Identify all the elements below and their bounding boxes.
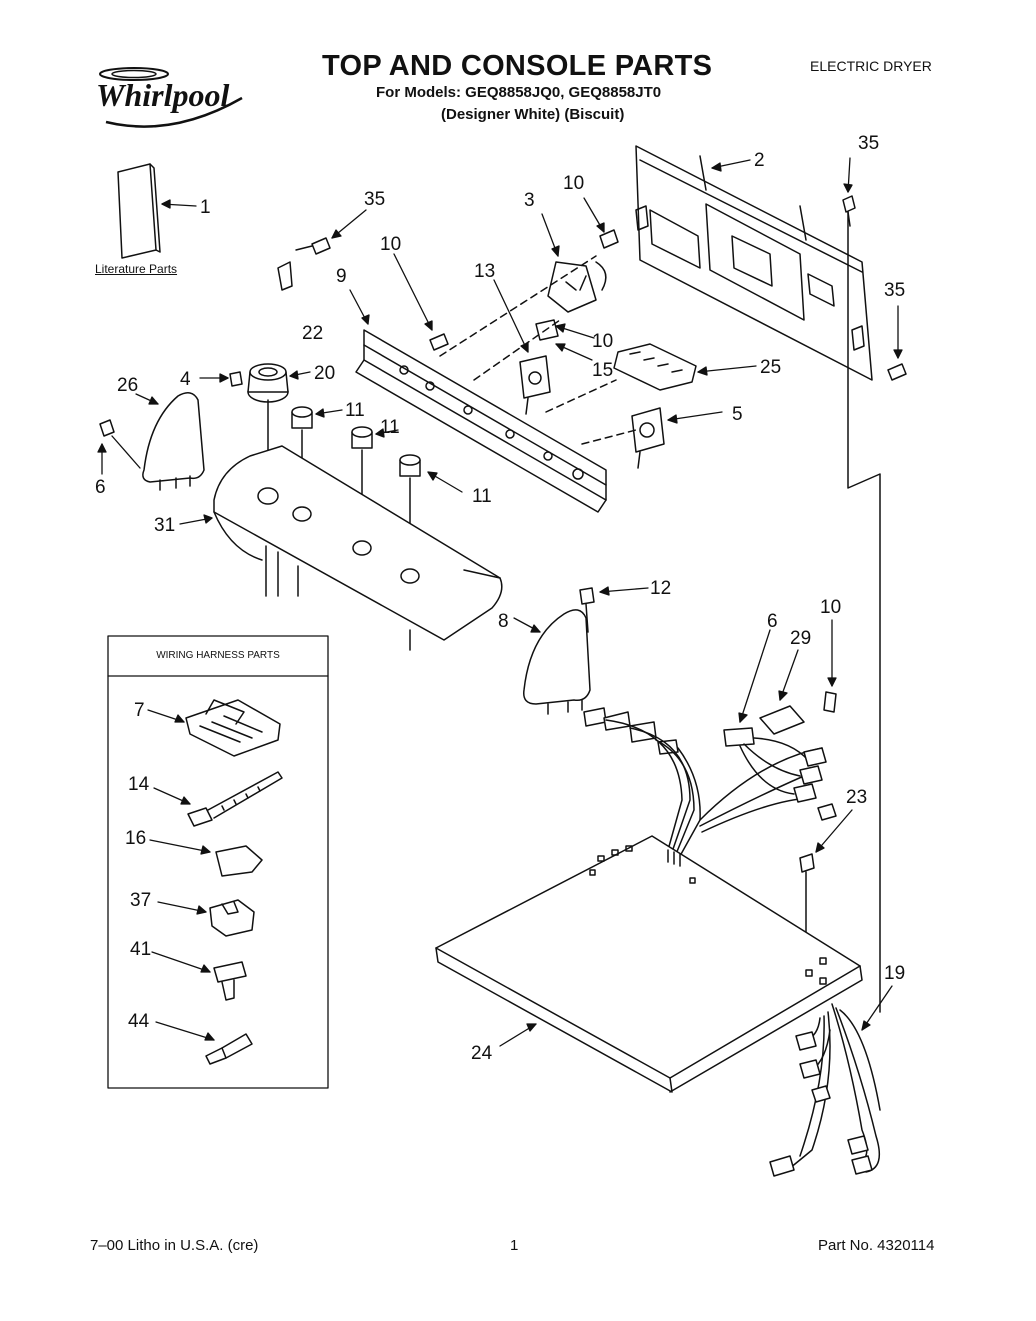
wire-harness-rear xyxy=(699,737,837,833)
screw-10-right xyxy=(823,691,837,713)
callout-11-c: 11 xyxy=(472,486,492,507)
callout-8: 8 xyxy=(498,611,509,632)
callout-19: 19 xyxy=(884,963,905,984)
control-panel-backsplash xyxy=(635,145,873,381)
screw-6-left xyxy=(99,419,115,437)
footer-print-info: 7–00 Litho in U.S.A. (cre) xyxy=(90,1237,259,1254)
clip-22 xyxy=(277,261,293,291)
screw-10-top xyxy=(599,229,619,249)
page-number: 1 xyxy=(510,1237,519,1254)
screw-10-bracket xyxy=(429,333,449,351)
part-number: Part No. 4320114 xyxy=(818,1237,935,1254)
callout-35-right: 35 xyxy=(884,280,905,301)
screw-35-right xyxy=(887,363,907,381)
model-colors: (Designer White) (Biscuit) xyxy=(441,106,625,123)
callout-20: 20 xyxy=(314,363,335,384)
timer-3 xyxy=(547,261,607,313)
callout-10-switch: 10 xyxy=(592,331,613,352)
callout-25: 25 xyxy=(760,357,781,378)
callout-11-a: 11 xyxy=(345,400,365,421)
brand-name: Whirlpool xyxy=(96,77,229,113)
callout-10-bracket: 10 xyxy=(380,234,401,255)
callout-1: 1 xyxy=(200,197,211,218)
leader-lines xyxy=(97,157,903,1047)
callout-24: 24 xyxy=(471,1043,493,1064)
page-title: TOP AND CONSOLE PARTS xyxy=(322,50,713,82)
callout-41: 41 xyxy=(130,939,151,960)
callout-23: 23 xyxy=(846,787,867,808)
screw-12 xyxy=(579,587,595,633)
callout-35-left: 35 xyxy=(364,189,385,210)
callout-35-top: 35 xyxy=(858,133,879,154)
callout-22: 22 xyxy=(302,323,323,344)
callout-16: 16 xyxy=(125,828,146,849)
switch-13 xyxy=(519,355,551,415)
callout-11-b: 11 xyxy=(380,417,400,438)
callout-44: 44 xyxy=(128,1011,150,1032)
callout-5: 5 xyxy=(732,404,743,425)
console-31 xyxy=(213,445,503,651)
callout-37: 37 xyxy=(130,890,151,911)
callout-14: 14 xyxy=(128,774,150,795)
wire-harness-front xyxy=(583,707,701,857)
callout-15: 15 xyxy=(592,360,613,381)
terminal-block-6 xyxy=(723,727,755,747)
callout-6-left: 6 xyxy=(95,477,106,498)
callout-2: 2 xyxy=(754,150,765,171)
document-type: ELECTRIC DRYER xyxy=(810,58,932,74)
screw-4 xyxy=(229,371,243,387)
switch-assembly-25 xyxy=(613,343,697,391)
end-cap-26 xyxy=(142,392,205,491)
callout-13: 13 xyxy=(474,261,495,282)
whirlpool-logo: Whirlpool xyxy=(96,67,243,128)
harness-connector-37 xyxy=(209,899,255,937)
callout-4: 4 xyxy=(180,369,191,390)
screw-35-top-right xyxy=(842,195,856,227)
callout-29: 29 xyxy=(790,628,811,649)
callout-12: 12 xyxy=(650,578,671,599)
callout-7: 7 xyxy=(134,700,145,721)
cable-tie-14 xyxy=(187,771,283,827)
literature-booklet xyxy=(117,163,161,259)
callout-10-right: 10 xyxy=(820,597,841,618)
wiring-guide-lines xyxy=(439,255,637,445)
wiring-harness-title: WIRING HARNESS PARTS xyxy=(156,650,280,661)
harness-clip-16 xyxy=(215,845,263,877)
screw-35-left xyxy=(295,237,331,255)
wiring-harness-box xyxy=(107,635,329,1089)
callout-9: 9 xyxy=(336,266,347,287)
literature-parts-label: Literature Parts xyxy=(95,262,178,276)
harness-connector-7 xyxy=(185,699,281,757)
top-panel-24 xyxy=(435,835,863,1093)
timer-knob-20 xyxy=(247,363,289,491)
push-clip-41 xyxy=(213,961,247,1001)
bracket-29 xyxy=(759,705,805,735)
wire-harness-19 xyxy=(769,1003,881,1177)
model-numbers: For Models: GEQ8858JQ0, GEQ8858JT0 xyxy=(376,84,662,101)
callout-31: 31 xyxy=(154,515,175,536)
callout-10-top: 10 xyxy=(563,173,584,194)
callout-26: 26 xyxy=(117,375,138,396)
callout-6-right: 6 xyxy=(767,611,778,632)
switch-5 xyxy=(631,407,665,469)
console-bracket-9 xyxy=(355,329,607,513)
terminal-44 xyxy=(205,1033,253,1065)
callout-3: 3 xyxy=(524,190,535,211)
end-cap-8 xyxy=(523,609,591,715)
ground-path-line xyxy=(847,211,881,1013)
